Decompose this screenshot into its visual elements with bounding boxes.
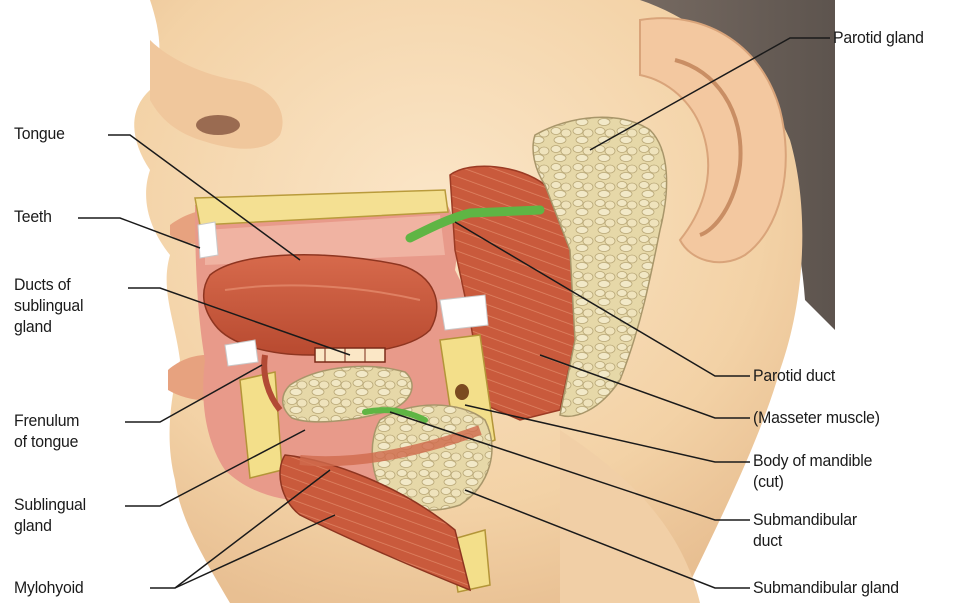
label-parotid-gland: Parotid gland xyxy=(833,27,924,48)
lower-tooth xyxy=(225,340,258,366)
label-frenulum-of-tongue: Frenulum of tongue xyxy=(14,410,79,452)
upper-tooth xyxy=(198,222,218,258)
label-ducts-of-sublingual-gland: Ducts of sublingual gland xyxy=(14,274,83,337)
molar-teeth xyxy=(440,295,488,330)
tongue xyxy=(204,255,437,355)
label-mylohyoid: Mylohyoid xyxy=(14,577,84,598)
label-parotid-duct: Parotid duct xyxy=(753,365,835,386)
label-tongue: Tongue xyxy=(14,123,65,144)
label-masseter-muscle: (Masseter muscle) xyxy=(753,407,880,428)
label-body-of-mandible: Body of mandible (cut) xyxy=(753,450,872,492)
label-submandibular-duct: Submandibular duct xyxy=(753,509,857,551)
label-teeth: Teeth xyxy=(14,206,52,227)
label-submandibular-gland: Submandibular gland xyxy=(753,577,899,598)
nostril xyxy=(196,115,240,135)
mandibular-canal xyxy=(455,384,469,400)
label-sublingual-gland: Sublingual gland xyxy=(14,494,86,536)
